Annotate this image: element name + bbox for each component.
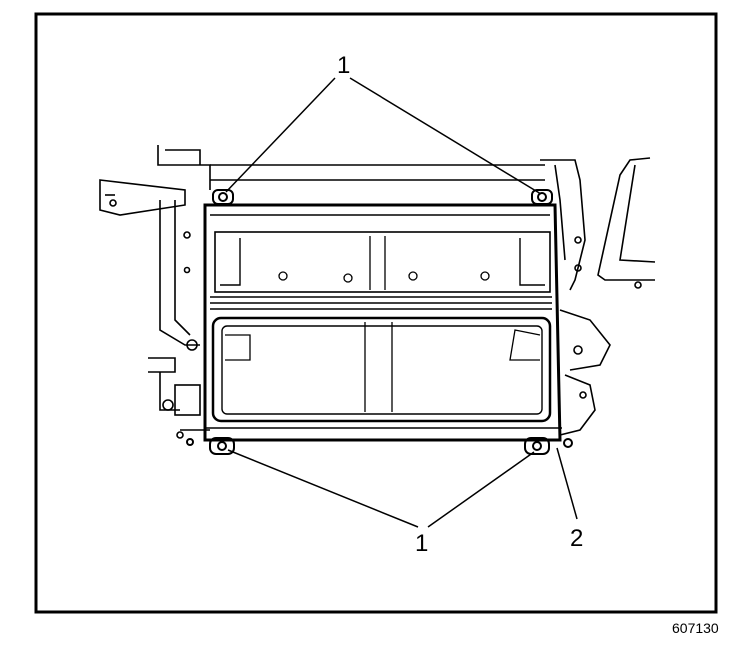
- module-housing: [203, 203, 562, 442]
- fastener-bottom-left: [209, 437, 235, 455]
- background-structure: [99, 145, 656, 439]
- leader-top-left: [225, 77, 336, 193]
- callout-1-bottom: 1: [415, 530, 428, 557]
- leader-top-right: [349, 77, 542, 195]
- fastener-small-right: [563, 438, 573, 448]
- fastener-bottom-right: [524, 437, 550, 455]
- callout-2: 2: [570, 525, 583, 552]
- figure-number: 607130: [672, 620, 719, 636]
- callout-1-top: 1: [337, 52, 350, 79]
- leader-bottom-left: [227, 449, 419, 528]
- fasteners: [186, 189, 573, 455]
- leader-part-2: [556, 447, 578, 520]
- fastener-top-left: [212, 189, 234, 205]
- figure-border: [34, 12, 718, 614]
- leader-bottom-right: [427, 451, 535, 528]
- leader-lines: [225, 77, 578, 528]
- fastener-small-left: [186, 438, 194, 446]
- fastener-top-right: [531, 189, 553, 205]
